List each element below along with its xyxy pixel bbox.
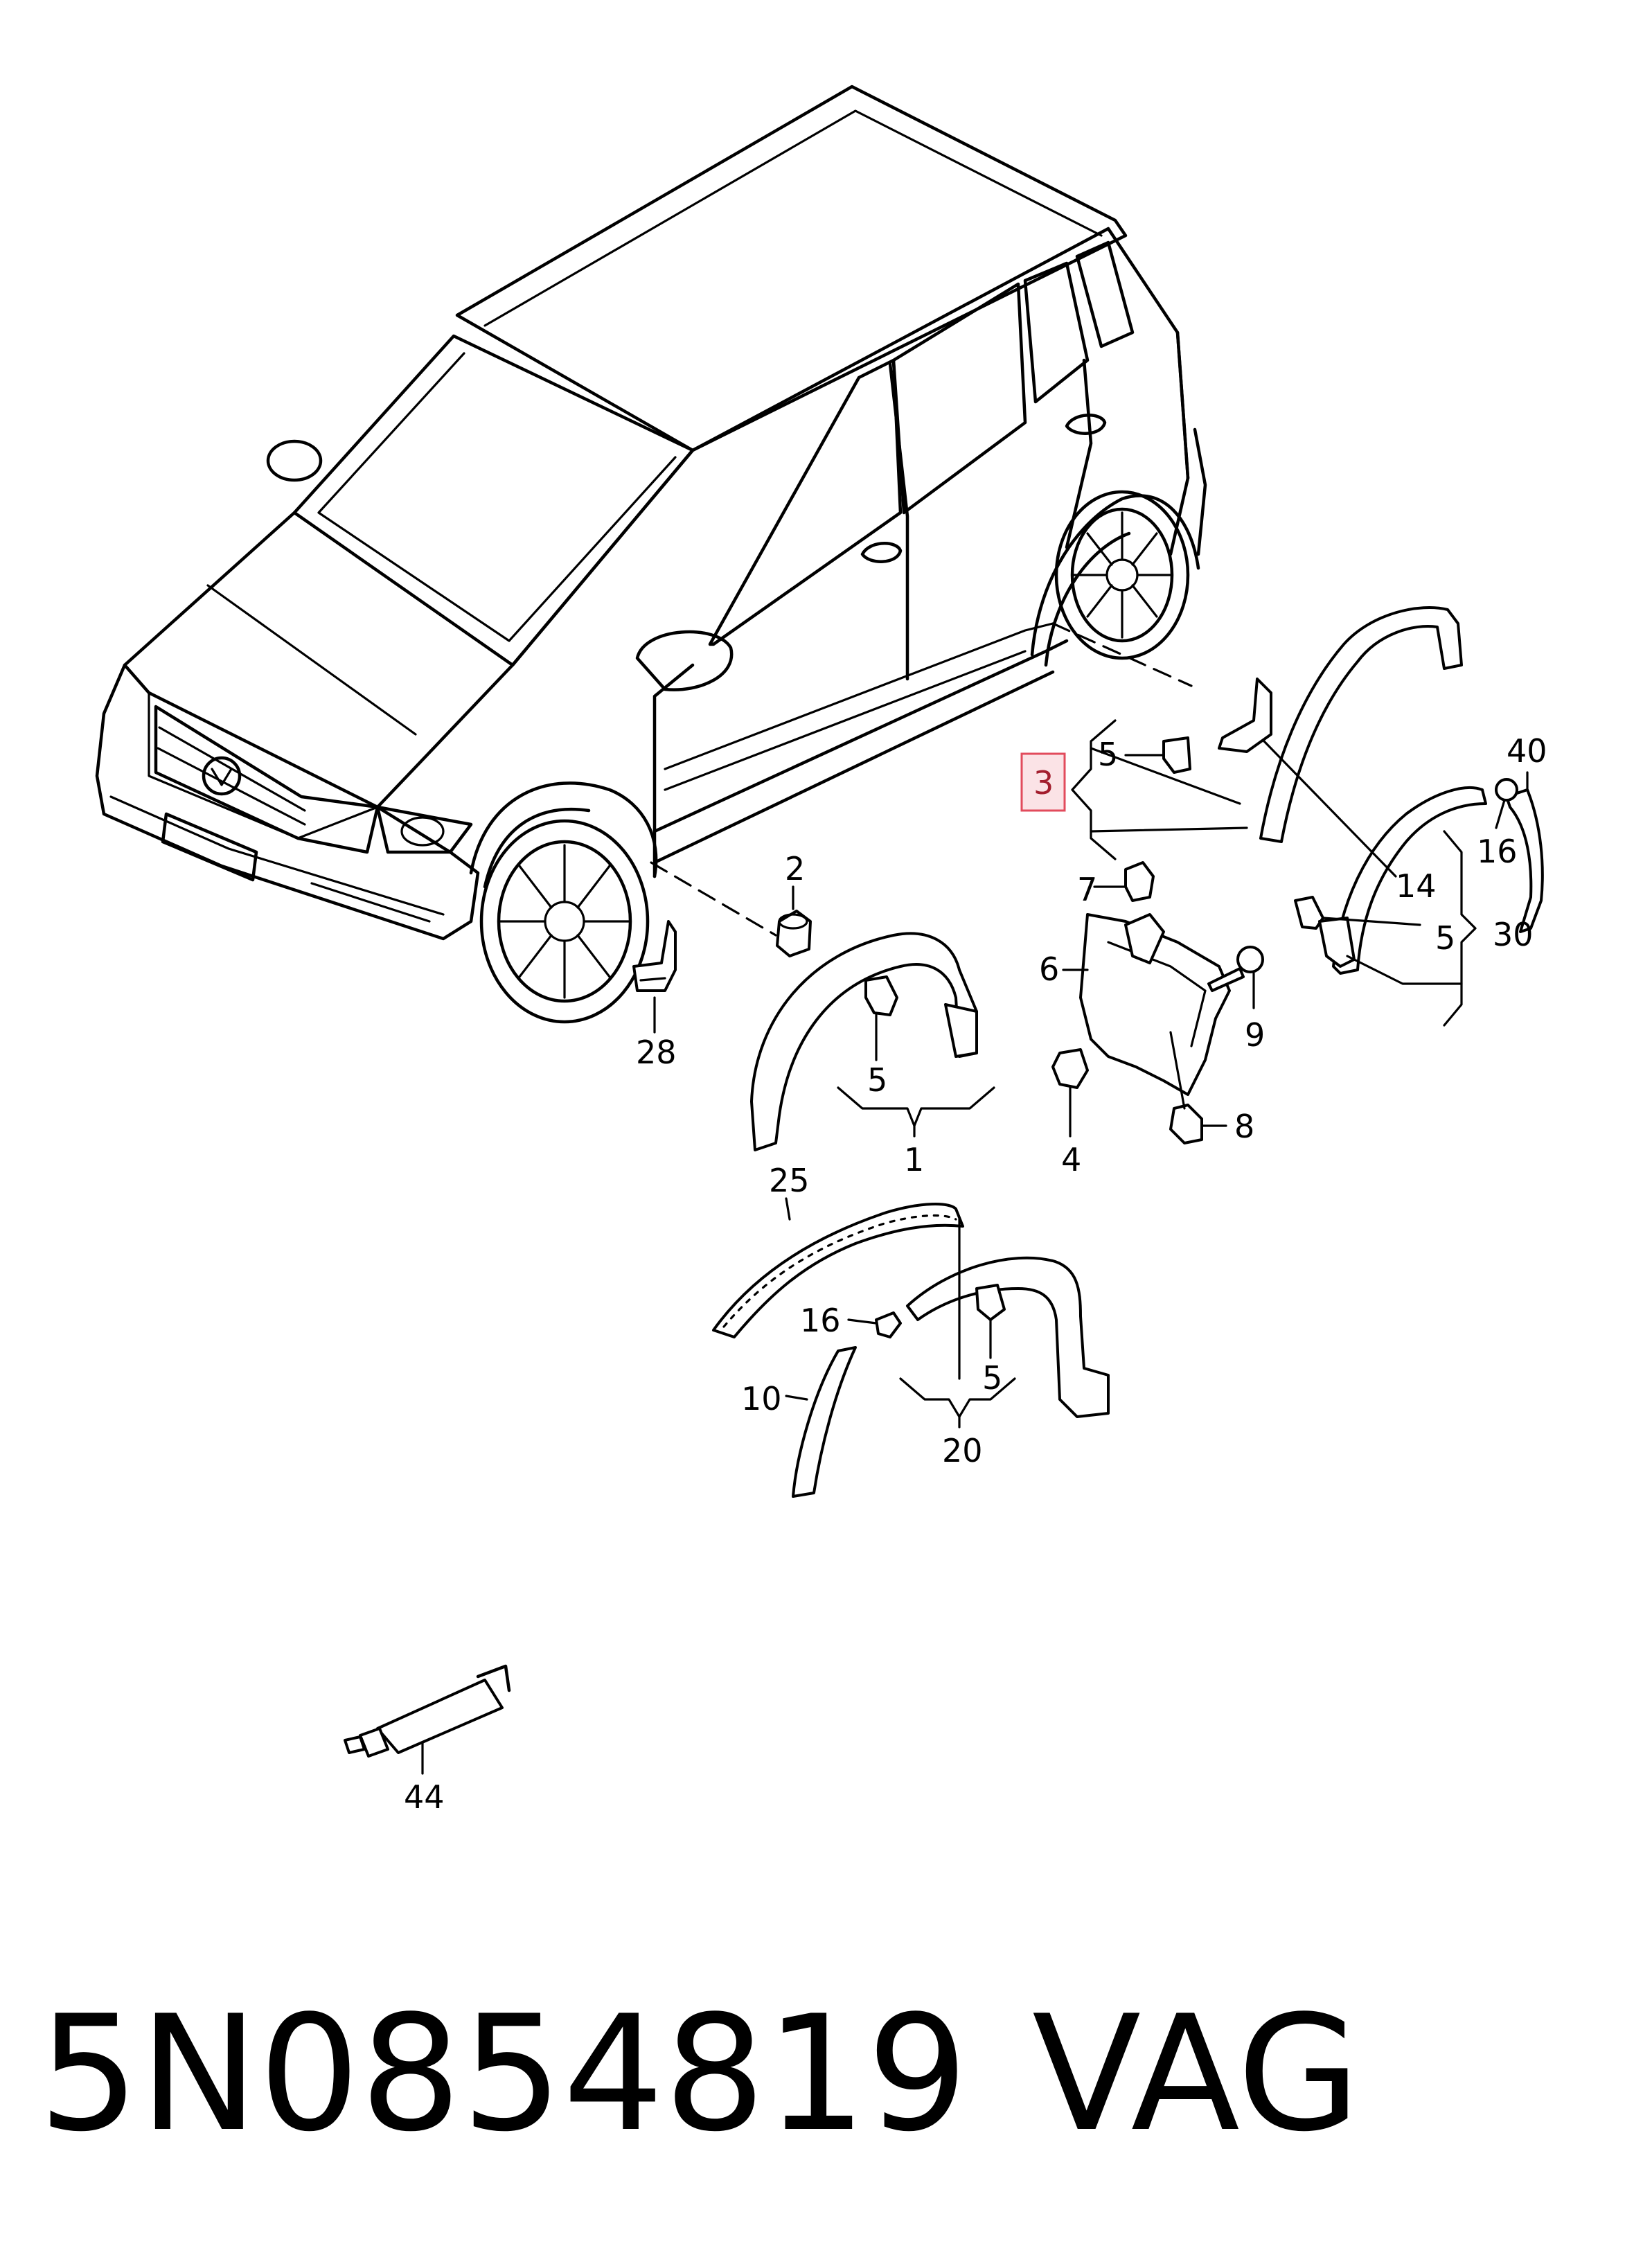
seal-strip-part-25 xyxy=(712,1203,964,1338)
callout-10: 10 xyxy=(741,1380,782,1417)
callout-28: 28 xyxy=(636,1034,677,1071)
callout-8: 8 xyxy=(1234,1108,1254,1145)
callout-20: 20 xyxy=(942,1432,983,1469)
callout-44: 44 xyxy=(404,1778,445,1816)
part-number-caption: 5N0854819 xyxy=(38,1982,968,2167)
callout-7: 7 xyxy=(1077,871,1097,908)
clip-part-2 xyxy=(776,910,812,957)
adhesive-tube-part-44 xyxy=(344,1664,511,1758)
callout-5-lower: 5 xyxy=(982,1359,1002,1397)
callout-25: 25 xyxy=(769,1162,810,1199)
callout-9: 9 xyxy=(1245,1016,1265,1054)
trim-part-40 xyxy=(1505,788,1544,933)
trim-part-14 xyxy=(1218,606,1463,843)
brand-caption: VAG xyxy=(1032,1982,1361,2167)
callout-5-at-3: 5 xyxy=(1098,736,1118,773)
bracket-part-3 xyxy=(1162,736,1191,774)
mudflap-part-28 xyxy=(632,920,677,992)
callout-16-lower: 16 xyxy=(800,1302,841,1339)
clip-part-4 xyxy=(1051,1048,1089,1089)
callout-3: 3 xyxy=(1033,764,1054,802)
rear-wheel-arch-trim-20 xyxy=(906,1256,1110,1418)
leader-dashes xyxy=(650,622,1193,937)
clip-part-5-front xyxy=(864,975,898,1016)
callout-16-upper: 16 xyxy=(1477,833,1518,870)
leader-lines xyxy=(421,719,1529,1775)
clip-part-8 xyxy=(1169,1104,1203,1144)
callout-40: 40 xyxy=(1507,732,1547,770)
mudflap-part-6 xyxy=(1079,913,1231,1096)
front-wheel-arch-trim xyxy=(750,932,978,1151)
callout-30: 30 xyxy=(1493,916,1534,953)
screw-part-16-upper xyxy=(1495,778,1518,802)
highlight-box-part-3 xyxy=(1020,752,1066,812)
callout-2: 2 xyxy=(785,850,805,887)
vehicle-illustration xyxy=(95,85,1207,1024)
callout-4: 4 xyxy=(1061,1141,1081,1178)
callout-5-at-30: 5 xyxy=(1435,919,1455,957)
callout-5-front: 5 xyxy=(867,1061,887,1099)
callout-14: 14 xyxy=(1396,867,1437,905)
callout-1: 1 xyxy=(904,1141,924,1178)
callout-labels: 2 28 5 1 25 16 10 5 20 3 5 14 40 16 5 30… xyxy=(404,732,1547,1816)
screw-part-9 xyxy=(1207,946,1264,992)
rear-arch-trim-30 xyxy=(1318,786,1487,975)
screw-part-16-lower xyxy=(875,1311,902,1338)
trim-part-10 xyxy=(792,1346,857,1498)
clip-part-7 xyxy=(1124,861,1155,902)
callout-6: 6 xyxy=(1039,950,1059,988)
